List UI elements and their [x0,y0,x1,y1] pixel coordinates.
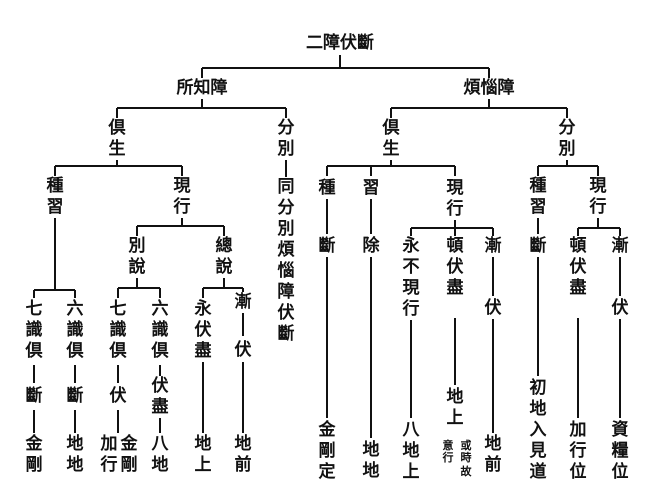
leaf-c2-act: 伏 [610,298,630,319]
leaf-a4-act: 伏 盡 [150,376,170,418]
node-b-shuu: 習 [361,178,381,199]
diagram-title: 二障伏斷 [298,33,382,54]
leaf-c1-stage: 加 行 位 [568,420,588,483]
node-b-shu-stage: 金 剛 定 [317,420,337,483]
leaf-b2-head: 頓 伏 盡 [445,236,465,299]
leaf-b2-note-c: 故 [459,465,473,478]
leaf-c2-stage: 資 糧 位 [610,420,630,483]
leaf-a6-act: 伏 [233,340,253,361]
node-a-sousetsu: 總 說 [214,236,234,278]
node-c-genko: 現 行 [588,176,608,218]
leaf-b2-note-a: 或 [459,439,473,452]
node-c-shuji-act: 斷 [528,236,548,257]
leaf-c1-head: 頓 伏 盡 [568,236,588,299]
node-a-genko: 現 行 [172,176,192,218]
leaf-b2-note-b: 時 [459,451,473,464]
node-b-shu-act: 斷 [317,236,337,257]
leaf-b1-head: 永 不 現 行 [401,236,421,320]
node-bonnou: 煩惱障 [459,78,519,99]
node-b-funbetsu: 分 別 [557,118,577,160]
leaf-a2-stage: 地 地 [65,434,85,476]
node-b-genko: 現 行 [445,178,465,220]
node-b-shuu-act: 除 [361,236,381,257]
leaf-a5-stage: 地 上 [193,434,213,476]
leaf-a5-head: 永 伏 盡 [193,299,213,362]
leaf-a1-stage: 金 剛 [24,434,44,476]
node-c-shuji-stage: 初 地 入 見 道 [528,378,548,483]
leaf-a1-head: 七 識 倶 [24,299,44,362]
leaf-b3-head: 漸 [483,236,503,257]
leaf-a3-act: 伏 [108,386,128,407]
leaf-a3-stage-a: 加 行 [99,434,119,476]
leaf-c2-head: 漸 [610,236,630,257]
leaf-a2-head: 六 識 倶 [65,299,85,362]
leaf-a3-stage-b: 金 剛 [119,434,139,476]
leaf-a2-act: 斷 [65,386,85,407]
node-a-funbetsu-desc: 同 分 別 煩 惱 障 伏 斷 [276,177,296,345]
node-a-kusho: 倶 生 [107,118,127,160]
leaf-a6-head: 漸 [233,292,253,313]
leaf-a1-act: 斷 [24,386,44,407]
node-b-kusho: 倶 生 [381,118,401,160]
leaf-b3-stage: 地 前 [483,434,503,476]
node-b-shu: 種 [317,178,337,199]
node-c-shuji: 種 習 [528,176,548,218]
leaf-b1-stage: 八 地 上 [401,420,421,483]
node-a-funbetsu: 分 別 [276,118,296,160]
leaf-a4-stage: 八 地 [150,434,170,476]
leaf-a6-stage: 地 前 [233,434,253,476]
node-b-shuu-stage: 地 地 [361,440,381,482]
leaf-a4-head: 六 識 倶 [150,299,170,362]
node-a-bessetsu: 別 說 [127,236,147,278]
leaf-b3-act: 伏 [483,298,503,319]
node-shochisho: 所知障 [172,78,232,99]
leaf-b2-note-d: 意 行 [441,439,455,464]
leaf-a3-head: 七 識 倶 [108,299,128,362]
leaf-b2-stage: 地 上 [445,387,465,429]
node-a-shuji: 種 習 [45,176,65,218]
